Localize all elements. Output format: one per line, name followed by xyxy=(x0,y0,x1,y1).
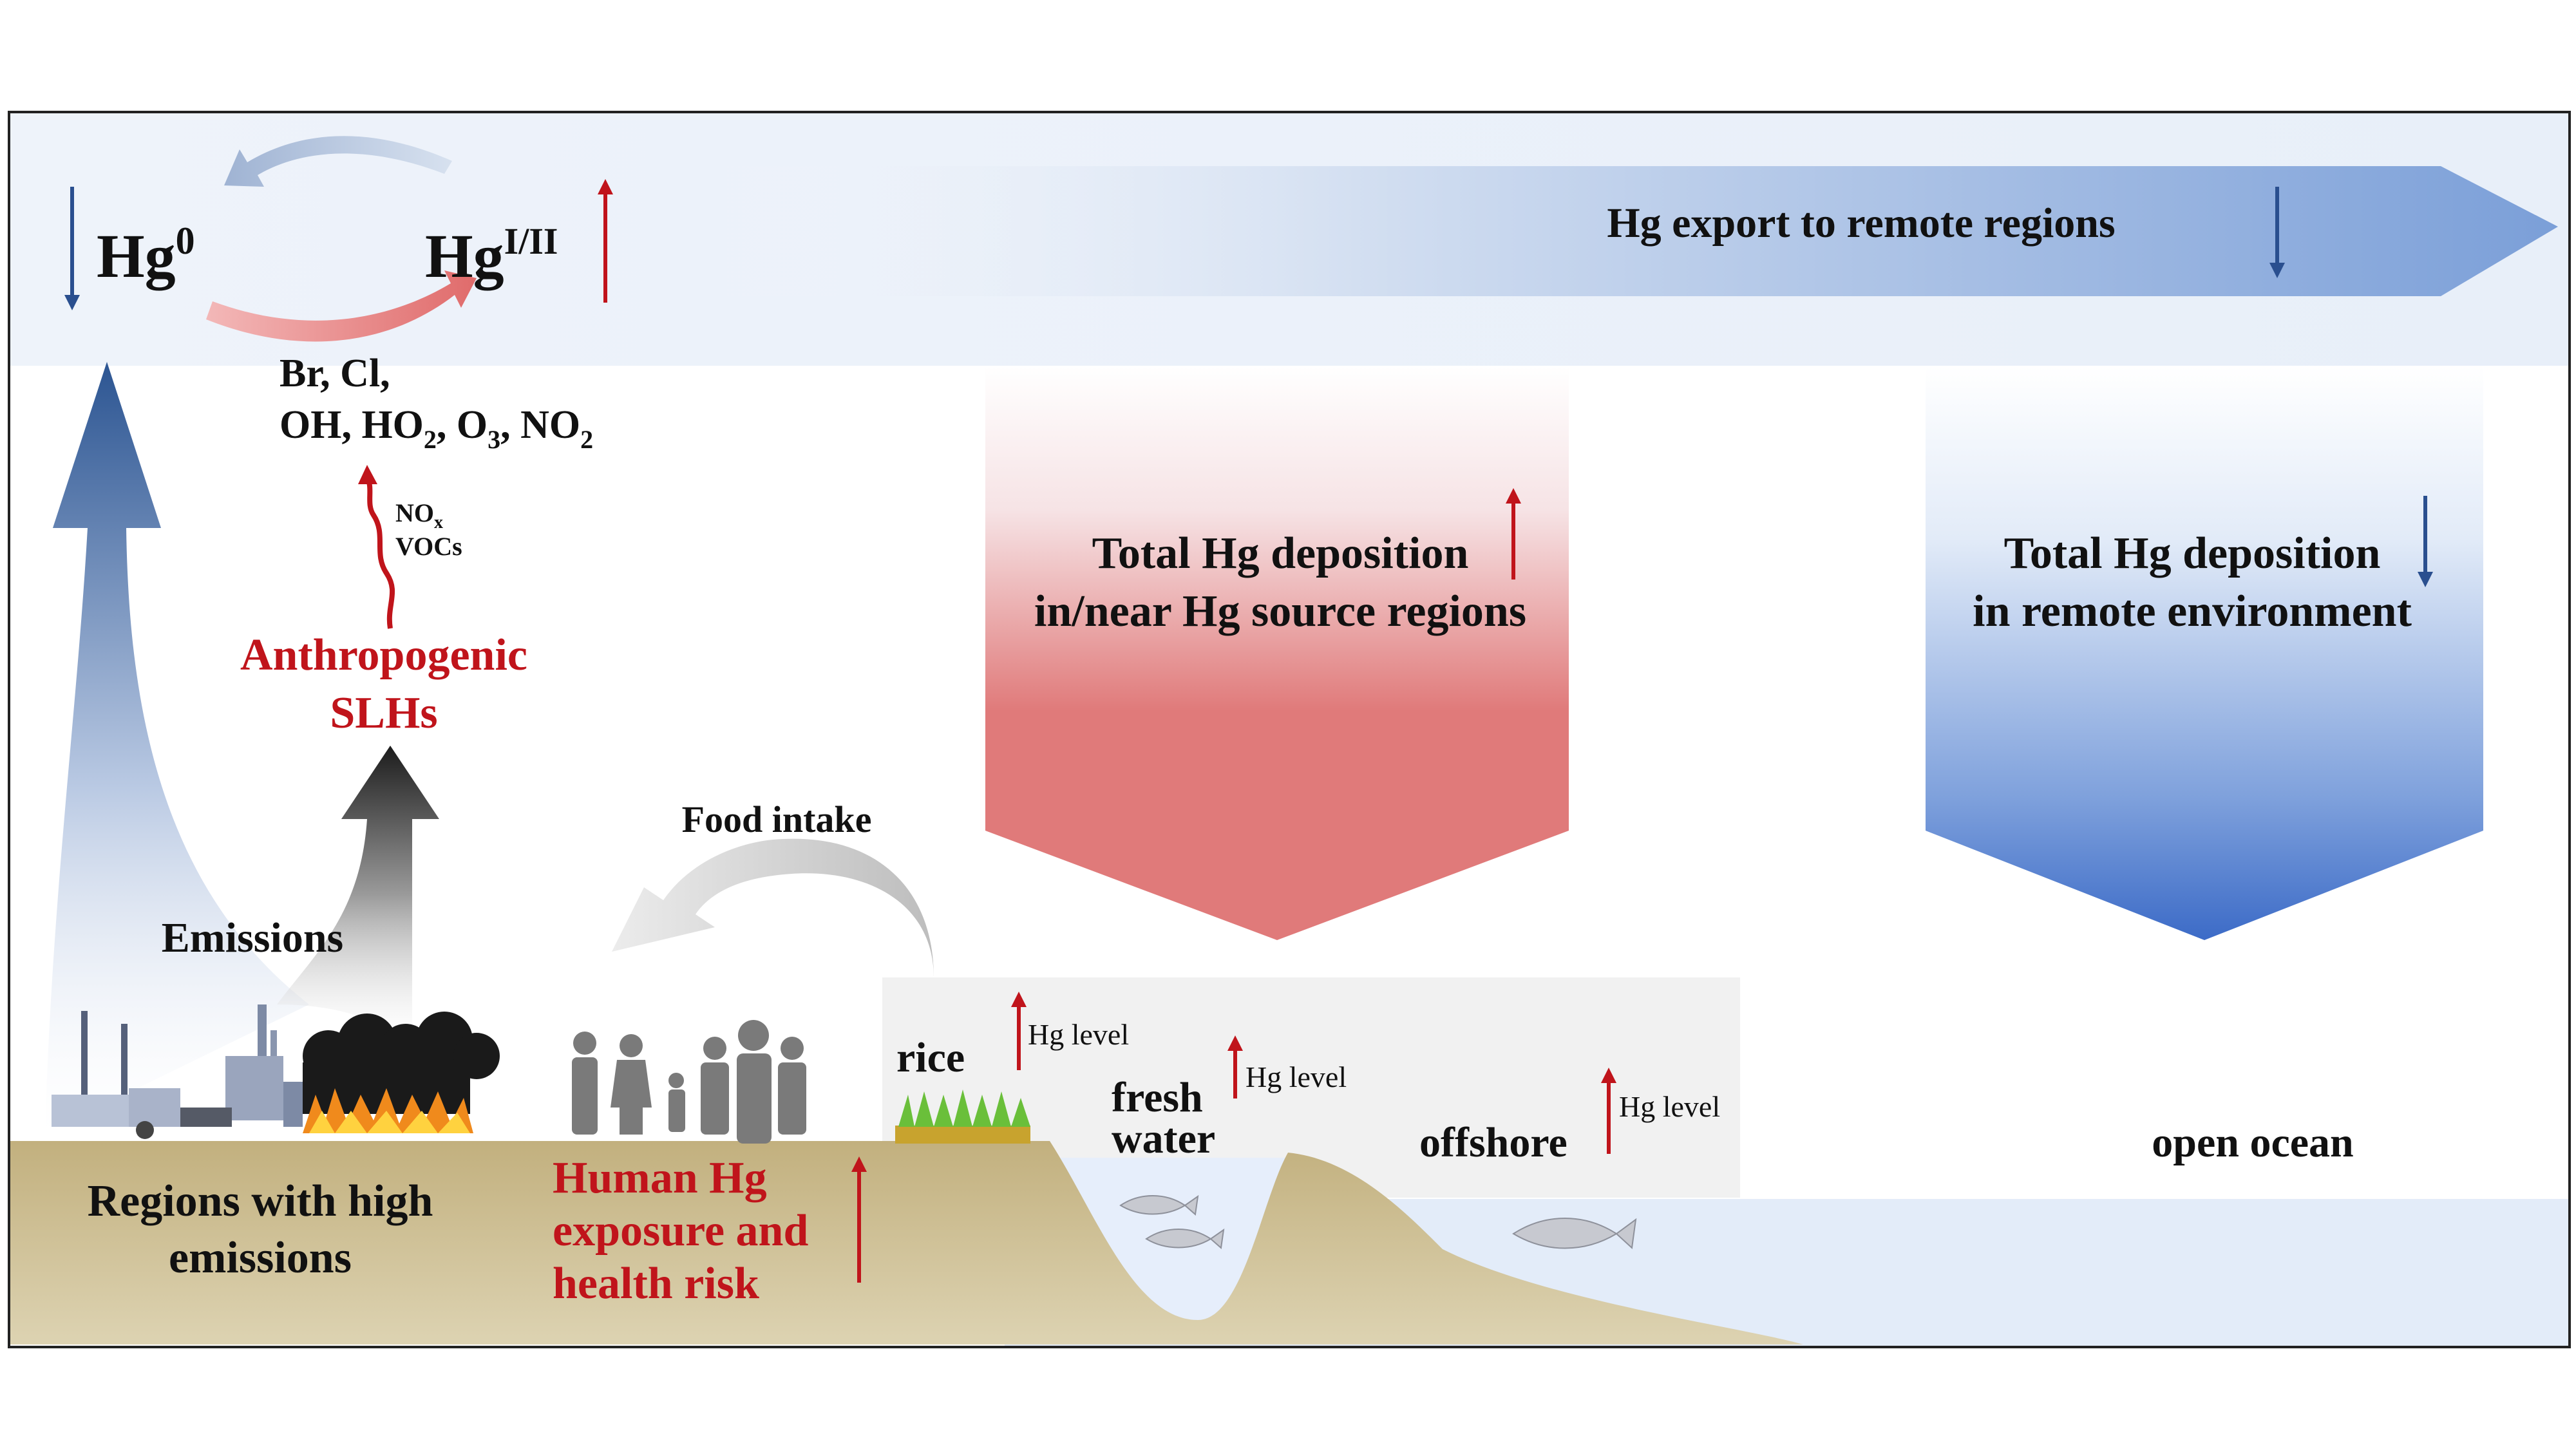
offshore-up-arrow-icon xyxy=(1601,1068,1616,1154)
trend-arrows xyxy=(64,179,2433,1283)
open-ocean-label: open ocean xyxy=(2152,1119,2354,1166)
hg0-emission-arrow xyxy=(45,362,309,1133)
hgox-label: HgI/II xyxy=(425,220,558,290)
precursor-arrowhead xyxy=(358,465,377,484)
vocs-label: VOCs xyxy=(395,532,462,561)
oxidants-line2: OH, HO2, O3, NO2 xyxy=(279,403,593,454)
human-risk-line1: Human Hg xyxy=(553,1153,767,1203)
source-deposition-up-arrow-icon xyxy=(1506,488,1521,580)
human-risk-line3: health risk xyxy=(553,1259,759,1308)
rice-hg-level-label: Hg level xyxy=(1028,1018,1129,1051)
rice-label: rice xyxy=(896,1034,965,1081)
freshwater-hg-level-label: Hg level xyxy=(1245,1061,1347,1093)
source-deposition-line1: Total Hg deposition xyxy=(1092,529,1469,578)
hg0-label: Hg0 xyxy=(97,220,195,290)
reduction-arrow xyxy=(224,136,452,187)
source-deposition-line2: in/near Hg source regions xyxy=(1034,587,1526,636)
regions-label-line1: Regions with high xyxy=(88,1176,433,1226)
source-deposition-arrow xyxy=(985,367,1569,940)
freshwater-label-line1: fresh xyxy=(1112,1074,1203,1121)
food-intake-label: Food intake xyxy=(682,798,872,840)
human-risk-up-arrow-icon xyxy=(851,1156,867,1283)
oxidation-arrow xyxy=(206,270,477,342)
offshore-label: offshore xyxy=(1419,1119,1567,1166)
export-label: Hg export to remote regions xyxy=(1607,200,2115,247)
food-intake-arrow xyxy=(612,838,934,977)
rice-icon xyxy=(895,1089,1030,1144)
offshore-hg-level-label: Hg level xyxy=(1619,1090,1720,1123)
precursor-wavy-arrow xyxy=(365,475,395,629)
family-icon xyxy=(572,1020,806,1144)
hg0-down-arrow-icon xyxy=(64,187,80,310)
slh-emission-arrow xyxy=(277,746,439,1043)
human-risk-line2: exposure and xyxy=(553,1206,808,1256)
remote-deposition-down-arrow-icon xyxy=(2418,496,2433,587)
remote-deposition-line2: in remote environment xyxy=(1973,587,2412,636)
nox-label: NOx xyxy=(395,498,443,533)
remote-deposition-line1: Total Hg deposition xyxy=(2004,529,2381,578)
freshwater-label-line2: water xyxy=(1112,1115,1215,1162)
fish-icon xyxy=(1119,1194,1637,1250)
freshwater-up-arrow-icon xyxy=(1227,1035,1243,1098)
slh-label-line1: Anthropogenic xyxy=(240,630,527,680)
remote-deposition-arrow xyxy=(1926,367,2483,940)
wildfire-icon xyxy=(303,1012,500,1133)
rice-up-arrow-icon xyxy=(1011,992,1027,1070)
regions-label-line2: emissions xyxy=(169,1233,352,1283)
land xyxy=(10,1141,1803,1344)
hgox-up-arrow-icon xyxy=(598,179,613,303)
emissions-label: Emissions xyxy=(162,914,343,961)
export-down-arrow-icon xyxy=(2269,187,2285,278)
oxidants-line1: Br, Cl, xyxy=(279,352,390,395)
export-arrow xyxy=(708,166,2558,296)
factory-icon xyxy=(52,1004,303,1139)
slh-label-line2: SLHs xyxy=(330,688,437,738)
